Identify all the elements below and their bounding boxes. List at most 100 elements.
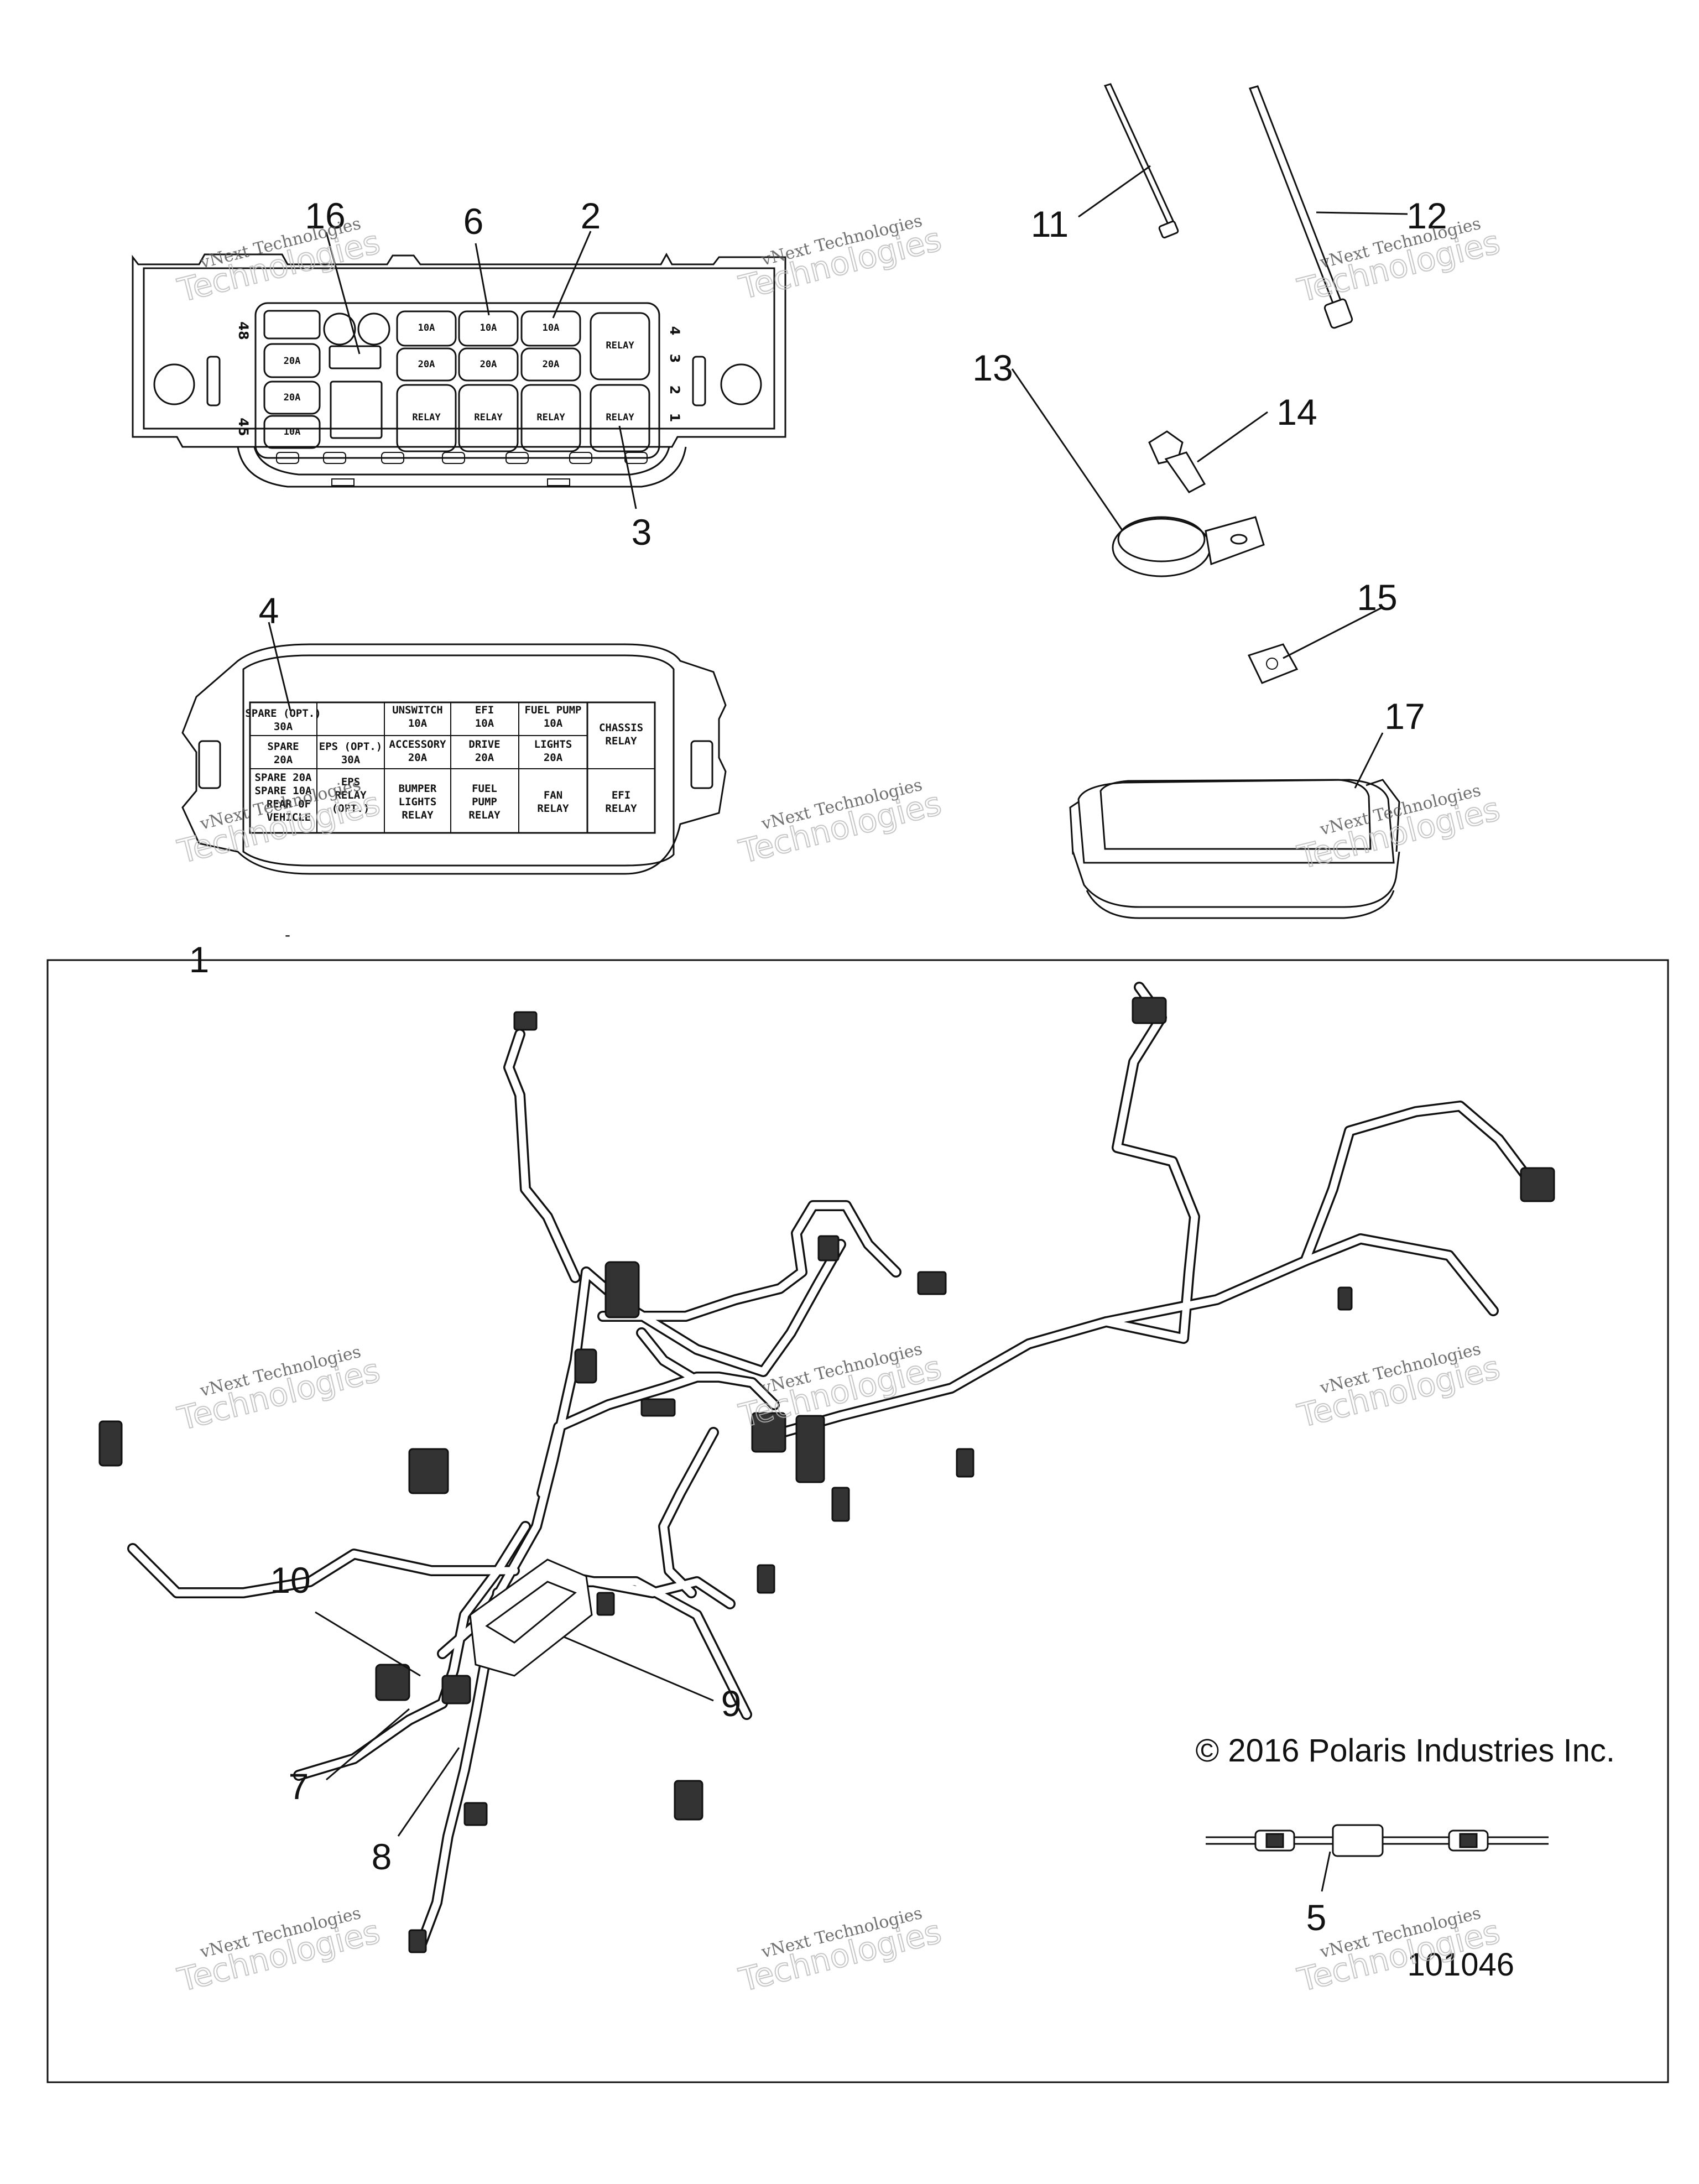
cover-label-text: SPARE 20A	[255, 772, 312, 784]
fuse-slot-label: 20A	[543, 359, 560, 370]
harness-wire-core	[505, 1030, 579, 1281]
cover-label-text: VEHICLE	[267, 811, 311, 823]
harness-wire-core	[416, 1589, 502, 1951]
harness-connector	[795, 1415, 825, 1483]
cover-label-text: DRIVE	[468, 738, 500, 750]
cover-label-text: RELAY	[537, 802, 569, 815]
harness-wire-core	[660, 1429, 717, 1597]
fuse-slot-label: 10A	[543, 322, 560, 333]
fuse-block-side-number: 45	[236, 418, 251, 436]
callout-9: 9	[721, 1683, 742, 1724]
harness-wire-core	[560, 1572, 734, 1608]
fuse-slot-label: 10A	[284, 426, 301, 437]
jumper-harness-drawing	[1206, 1824, 1549, 1857]
harness-connector	[640, 1398, 676, 1417]
cover-label-text: RELAY	[605, 735, 637, 747]
cover-label-text: EPS (OPT.)	[319, 741, 382, 753]
cover-label-text: LIGHTS	[399, 796, 437, 808]
callout-1: 1	[189, 939, 210, 980]
fuse-block-side-number: 1	[667, 413, 682, 423]
callout-4: 4	[259, 590, 279, 631]
harness-wire	[503, 1029, 581, 1283]
callout-11: 11	[1031, 204, 1069, 244]
watermarks: Technologies vNext Technologies Technolo…	[174, 211, 1504, 2000]
fuse-slot-label: 10A	[418, 322, 435, 333]
cover-label-text: 30A	[274, 721, 293, 733]
callout-10: 10	[270, 1560, 310, 1601]
cover-label-text: RELAY	[335, 789, 367, 801]
cover-label-text: ACCESSORY	[389, 738, 447, 750]
cover-label-text: (OPT.)	[332, 802, 370, 815]
harness-connector	[375, 1664, 410, 1701]
cover-label-text: FUEL	[472, 783, 497, 795]
cover-label-text: FUEL PUMP	[525, 704, 582, 716]
harness-connector	[831, 1487, 850, 1522]
cover-label-text: SPARE	[267, 741, 299, 753]
cover-label-text: 10A	[475, 717, 494, 729]
fuse-block-side-number: 48	[236, 321, 251, 340]
clip-nut-drawing	[1247, 643, 1299, 684]
cover-label-text: SPARE 10A	[255, 785, 312, 797]
callout-8: 8	[372, 1836, 392, 1877]
push-rivet-drawing	[1148, 430, 1206, 493]
fuse-block-side-number: 2	[667, 385, 682, 395]
fuse-slot-label: 20A	[284, 392, 301, 403]
cover-label-text: UNSWITCH	[392, 704, 443, 716]
cover-label-text: PUMP	[472, 796, 497, 808]
cable-tie-small-drawing	[1103, 83, 1179, 239]
cover-label-text: SPARE (OPT.)	[245, 707, 321, 720]
harness-connector	[1132, 997, 1167, 1024]
fuse-slot-label: RELAY	[536, 412, 565, 423]
harness-connector	[408, 1448, 449, 1494]
harness-connector	[1337, 1286, 1353, 1311]
cover-label-text: 10A	[408, 717, 428, 729]
harness-frame	[46, 959, 1669, 2083]
cover-label-text: BUMPER	[399, 783, 437, 795]
harness-connector	[513, 1011, 538, 1031]
callout-17: 17	[1384, 696, 1425, 737]
fuse-slot-label: 20A	[284, 356, 301, 367]
cover-label-text: EFI	[612, 789, 630, 801]
callout-15: 15	[1357, 577, 1397, 618]
fuse-slot-label: 20A	[418, 359, 435, 370]
harness-connector	[98, 1420, 123, 1467]
harness-wire-core	[1102, 983, 1198, 1342]
harness-wire-core	[638, 1329, 695, 1381]
callout-2: 2	[581, 195, 601, 236]
cover-label-text: 20A	[408, 752, 428, 764]
harness-connector	[956, 1448, 974, 1478]
harness-connector	[1520, 1167, 1555, 1202]
copyright-text: © 2016 Polaris Industries Inc.	[1196, 1733, 1615, 1769]
harness-wire-core	[538, 1373, 778, 1497]
callout-3: 3	[632, 512, 652, 552]
fuse-slot-label: RELAY	[606, 412, 634, 423]
callout-6: 6	[463, 201, 484, 242]
fuse-block-drawing: 10A 10A 10A RELAY 20A 20A 20A 20A 20A RE…	[132, 252, 786, 488]
leader-lines	[268, 165, 1408, 1892]
fuse-cover-label-drawing: SPARE (OPT.) 30A UNSWITCH 10A EFI 10A FU…	[181, 643, 727, 875]
cover-label-text: REAR OF	[267, 798, 311, 810]
cover-label-text: RELAY	[402, 809, 434, 821]
fuse-slot-label: 10A	[480, 322, 497, 333]
cover-label-text: 10A	[544, 717, 563, 729]
harness-wire-core	[129, 1545, 518, 1597]
clamp-drawing	[1112, 516, 1265, 577]
fuse-slot-label: 20A	[480, 359, 497, 370]
harness-wire-core	[1301, 1235, 1497, 1315]
cover-label-text: CHASSIS	[599, 722, 643, 734]
fuse-slot-label: RELAY	[474, 412, 503, 423]
harness-connector	[408, 1929, 427, 1953]
cover-label-text: EFI	[475, 704, 494, 716]
harness-wire	[536, 1372, 780, 1499]
callout-12: 12	[1406, 195, 1447, 236]
harness-wire-core	[599, 1202, 900, 1320]
cover-label-text: LIGHTS	[534, 738, 572, 750]
harness-fuse-box	[469, 1558, 593, 1677]
cover-label-text: 20A	[274, 754, 293, 766]
fuse-slot-label: RELAY	[606, 340, 634, 351]
harness-connector	[574, 1348, 597, 1384]
figure-number: 101046	[1407, 1947, 1514, 1983]
callout-16: 16	[305, 195, 345, 236]
fuse-slot-label: RELAY	[412, 412, 441, 423]
